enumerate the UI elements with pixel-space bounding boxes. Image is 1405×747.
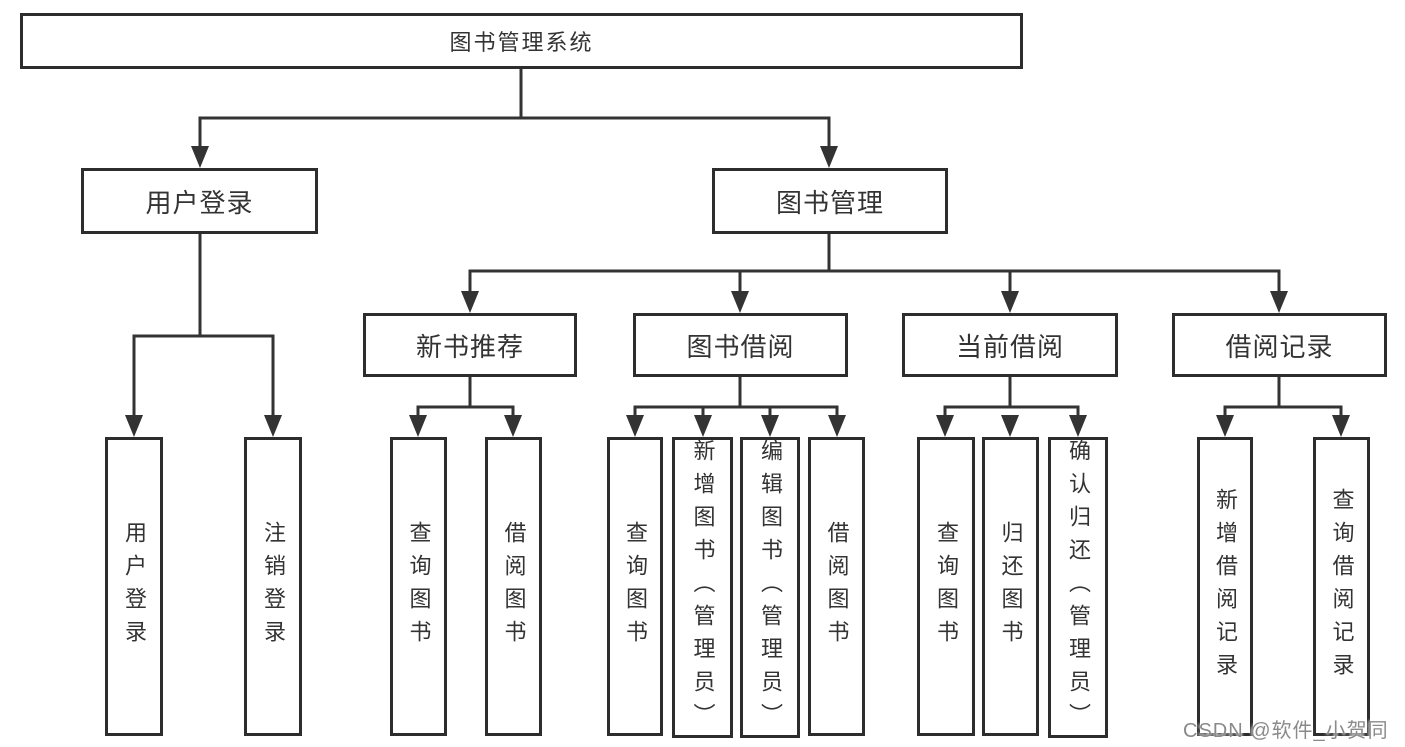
node-ul-login: 用户登录 [105, 437, 163, 736]
node-nb-query-book: 查询图书 [390, 437, 447, 736]
node-cb-confirm-return-label: 确认归还（管理员） [1066, 439, 1091, 736]
node-bb-borrow-book: 借阅图书 [808, 437, 865, 736]
node-root-label: 图书管理系统 [449, 30, 594, 55]
node-br-add-record-label: 新增借阅记录 [1213, 487, 1238, 686]
node-user-login: 用户登录 [81, 168, 318, 234]
node-book-mgmt-label: 图书管理 [775, 187, 884, 218]
node-current-borrow-label: 当前借阅 [955, 331, 1064, 362]
node-book-borrow-label: 图书借阅 [686, 331, 795, 362]
node-cb-query-book: 查询图书 [917, 437, 975, 736]
node-bb-borrow-book-label: 借阅图书 [824, 520, 850, 653]
node-nb-borrow-book: 借阅图书 [485, 437, 542, 736]
node-ul-logout: 注销登录 [244, 437, 302, 736]
node-br-query-record-label: 查询借阅记录 [1329, 487, 1355, 686]
node-bb-edit-book-label: 编辑图书（管理员） [758, 439, 783, 736]
arrowheads [125, 146, 1350, 437]
node-nb-query-book-label: 查询图书 [406, 520, 432, 653]
node-br-query-record: 查询借阅记录 [1313, 437, 1370, 736]
node-ul-login-label: 用户登录 [122, 520, 147, 653]
node-borrow-record-label: 借阅记录 [1225, 331, 1334, 362]
node-new-book-rec: 新书推荐 [363, 313, 577, 377]
node-new-book-rec-label: 新书推荐 [415, 331, 524, 362]
node-cb-query-book-label: 查询图书 [934, 520, 959, 653]
node-borrow-record: 借阅记录 [1172, 313, 1387, 377]
node-current-borrow: 当前借阅 [902, 313, 1118, 377]
node-bb-query-book: 查询图书 [607, 437, 663, 736]
node-cb-confirm-return: 确认归还（管理员） [1048, 437, 1108, 738]
node-root: 图书管理系统 [20, 13, 1023, 69]
node-user-login-label: 用户登录 [145, 187, 254, 218]
node-bb-add-book-label: 新增图书（管理员） [690, 439, 716, 736]
node-bb-edit-book: 编辑图书（管理员） [740, 437, 800, 738]
node-ul-logout-label: 注销登录 [261, 520, 286, 653]
node-cb-return-book-label: 归还图书 [998, 520, 1024, 653]
node-nb-borrow-book-label: 借阅图书 [501, 520, 527, 653]
node-bb-query-book-label: 查询图书 [623, 520, 648, 653]
csdn-watermark: CSDN @软件_小贺同学 [1183, 720, 1389, 742]
node-br-add-record: 新增借阅记录 [1197, 437, 1253, 736]
node-bb-add-book: 新增图书（管理员） [672, 437, 733, 738]
node-book-mgmt: 图书管理 [712, 168, 948, 234]
node-cb-return-book: 归还图书 [982, 437, 1039, 736]
connector-segments [132, 67, 1343, 421]
node-book-borrow: 图书借阅 [633, 313, 848, 377]
